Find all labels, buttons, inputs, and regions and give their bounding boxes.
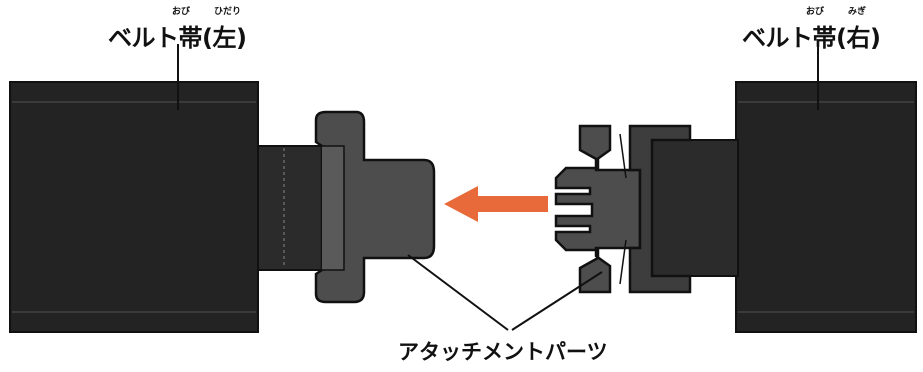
male-buckle-leader (511, 271, 603, 331)
leader-lines (177, 44, 819, 331)
left-belt-label: ベルト帯(左) (108, 24, 247, 52)
left-belt-ruby-side: ひだり (214, 7, 242, 17)
right-belt-ruby-obi: おび (806, 7, 825, 17)
left-strap (257, 145, 323, 271)
insert-direction-arrow (444, 186, 548, 222)
right-belt-band (735, 81, 917, 333)
left-belt-band (9, 81, 259, 333)
left-belt-ruby-obi: おび (172, 7, 191, 17)
right-belt-ruby-side: みぎ (848, 7, 867, 17)
attachment-parts-label: アタッチメントパーツ (398, 340, 608, 364)
female-buckle-leader (407, 254, 509, 331)
right-belt-label: ベルト帯(右) (742, 24, 881, 52)
female-buckle (314, 110, 436, 304)
right-strap (647, 139, 739, 277)
male-buckle (554, 124, 692, 294)
